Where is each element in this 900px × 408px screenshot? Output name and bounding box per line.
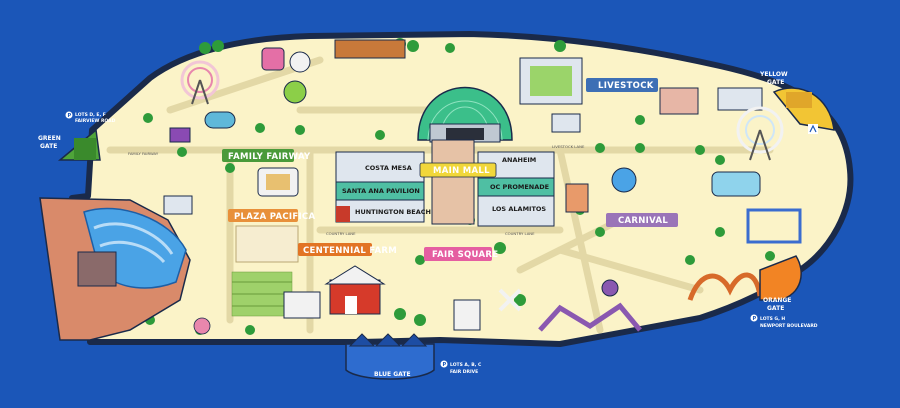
centennial-farm-zone[interactable]: CENTENNIAL FARM [298, 243, 397, 256]
family-fairway-zone[interactable]: FAMILY FAIRWAY [222, 149, 311, 162]
ferris-wheel-right [736, 106, 784, 161]
parking-icon-abc-letter: P [443, 362, 447, 368]
main-mall-label: MAIN MALL [433, 166, 490, 176]
main-mall-zone[interactable]: MAIN MALL [419, 162, 497, 178]
ride-pink [261, 47, 285, 71]
orange-gate-label-line1: ORANGE [763, 297, 791, 304]
green-gate-label-line2: GATE [40, 143, 57, 150]
carnival-booth [565, 183, 589, 213]
family-fairway-label: FAMILY FAIRWAY [228, 152, 311, 162]
oc-promenade-label: OC PROMENADE [490, 183, 549, 191]
lots-def-label: LOTS D, E, F [75, 112, 106, 118]
livestock-label: LIVESTOCK [598, 81, 654, 91]
tent-blue [204, 111, 236, 129]
plaza-pacifica-label: PLAZA PACIFICA [234, 212, 315, 222]
country-lane-label-2: COUNTRY LANE [505, 231, 535, 236]
ride-purple [169, 127, 191, 143]
lots-def-road: FAIRVIEW ROAD [75, 118, 116, 124]
livestock-barn-3 [551, 113, 581, 133]
crop-fields [231, 271, 293, 317]
fair-square-label: FAIR SQUARE [432, 250, 498, 260]
green-gate[interactable] [57, 128, 101, 161]
santa-ana-pavilion-label: SANTA ANA PAVILION [342, 187, 420, 195]
livestock-arena [519, 57, 583, 105]
fair-square-zone[interactable]: FAIR SQUARE [424, 247, 498, 261]
tent-green [283, 80, 307, 104]
plaza-shops [235, 225, 299, 263]
huntington-beach-label: HUNTINGTON BEACH [355, 208, 431, 216]
family-fairway-road-label: FAMILY FAIRWAY [128, 151, 159, 156]
fair-square-tent [453, 299, 481, 331]
carnival-coaster-2 [538, 302, 642, 332]
costa-mesa-label: COSTA MESA [365, 164, 412, 172]
parking-icon-letter: P [68, 113, 72, 119]
parking-icon [65, 111, 73, 119]
centennial-farm-label: CENTENNIAL FARM [303, 246, 397, 256]
plaza-pacifica-zone[interactable]: PLAZA PACIFICA [228, 209, 315, 222]
yellow-gate[interactable] [772, 87, 835, 131]
ferris-wheel-left [180, 60, 220, 105]
orange-gate[interactable] [759, 255, 802, 301]
lots-abc-label: LOTS A, B, C [450, 362, 482, 368]
green-gate-label-line1: GREEN [38, 135, 61, 142]
parking-icon-gh-letter: P [753, 316, 757, 322]
accessibility-icon [808, 124, 818, 134]
country-lane-label: COUNTRY LANE [326, 231, 356, 236]
carnival-water-ride [711, 171, 761, 197]
carnival-label: CARNIVAL [618, 216, 668, 226]
livestock-barn-1 [659, 87, 699, 115]
farm-white-building [283, 291, 321, 319]
livestock-lane-label: LIVESTOCK LANE [552, 144, 585, 149]
amphitheater [39, 195, 193, 341]
pink-flower [193, 317, 211, 335]
lots-gh-label: LOTS G, H [760, 316, 785, 322]
orange-gate-label-line2: GATE [767, 305, 784, 312]
lots-gh-road: NEWPORT BOULEVARD [760, 323, 818, 329]
plaza-stage [257, 167, 299, 197]
los-alamitos-label: LOS ALAMITOS [492, 205, 546, 213]
carnival-ride-blue [611, 167, 637, 193]
parking-icon-gh [750, 314, 758, 322]
anaheim-label: ANAHEIM [502, 156, 536, 164]
yellow-gate-label-line2: GATE [767, 79, 784, 86]
tent-white [289, 51, 311, 73]
carnival-coaster-blue [746, 208, 802, 244]
carnival-swing [601, 279, 619, 297]
lots-abc-road: FAIR DRIVE [450, 369, 478, 375]
carnival-coaster [687, 272, 763, 301]
dome-arena [417, 86, 513, 143]
blue-gate[interactable] [345, 333, 435, 380]
carnival-zone[interactable]: CARNIVAL [606, 213, 678, 227]
yellow-gate-label-line1: YELLOW [759, 71, 788, 78]
blue-gate-label: BLUE GATE [374, 371, 411, 378]
windmill [498, 288, 522, 312]
parking-icon-abc [440, 360, 448, 368]
livestock-barn-2 [717, 87, 763, 111]
livestock-zone[interactable]: LIVESTOCK [586, 78, 658, 92]
red-barn [324, 265, 386, 315]
coaster-top [334, 39, 406, 59]
